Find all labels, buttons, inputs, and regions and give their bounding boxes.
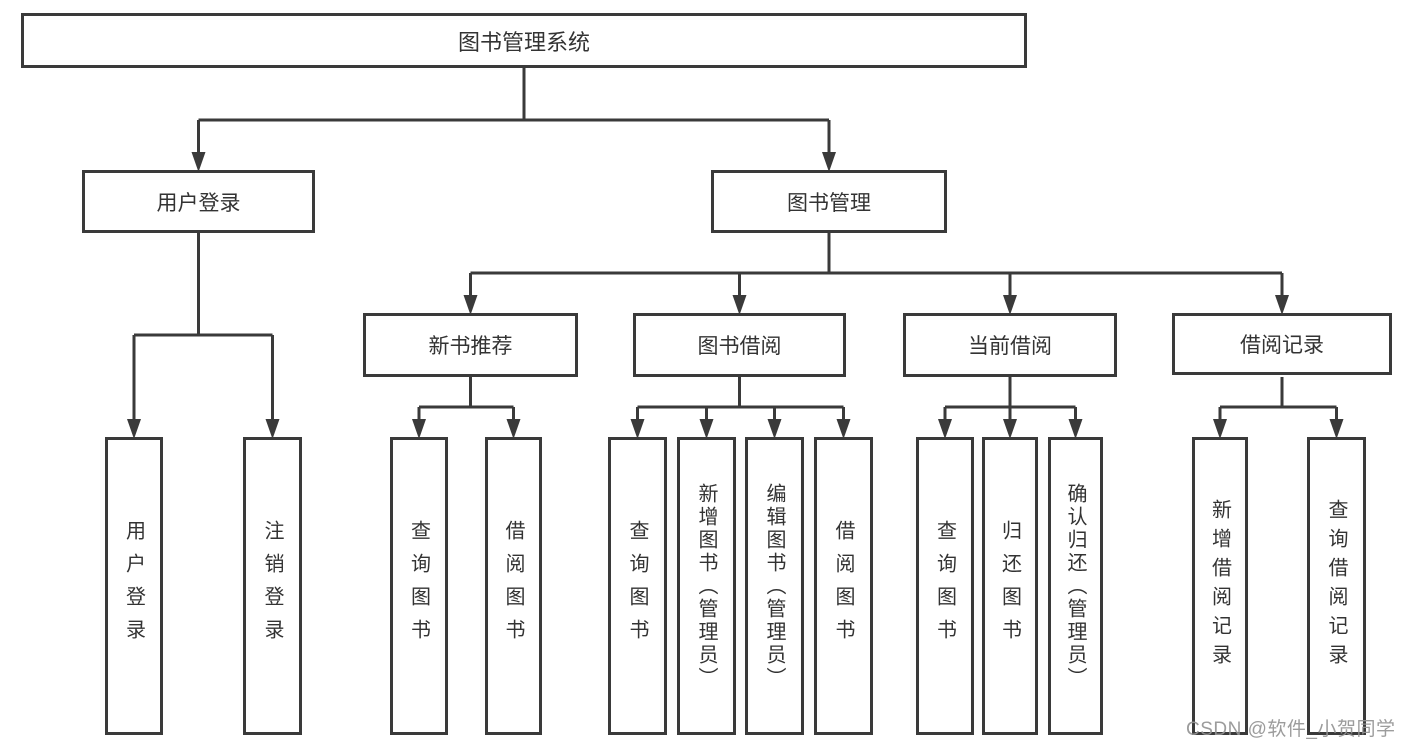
leaf-add-books-admin-label: 新增图书（管理员）	[695, 482, 717, 690]
leaf-return-books-label: 归还图书	[998, 520, 1021, 652]
node-book-borrow: 图书借阅	[633, 313, 846, 377]
node-current-borrow: 当前借阅	[903, 313, 1117, 377]
leaf-query-borrow-record: 查询借阅记录	[1307, 437, 1366, 735]
leaf-newrec-borrow-books: 借阅图书	[485, 437, 542, 735]
node-root-label: 图书管理系统	[457, 29, 590, 55]
leaf-logout: 注销登录	[243, 437, 302, 735]
node-user-login: 用户登录	[82, 170, 315, 233]
node-current-borrow-label: 当前借阅	[968, 335, 1052, 358]
leaf-return-books: 归还图书	[982, 437, 1038, 735]
leaf-newrec-borrow-books-label: 借阅图书	[502, 520, 524, 652]
leaf-current-query-books: 查询图书	[916, 437, 974, 735]
leaf-newrec-query-books-label: 查询图书	[407, 520, 430, 652]
node-borrow-records-label: 借阅记录	[1240, 334, 1324, 357]
node-book-borrow-label: 图书借阅	[697, 335, 782, 358]
leaf-logout-label: 注销登录	[261, 520, 283, 652]
leaf-borrow-query-books-label: 查询图书	[626, 520, 648, 652]
leaf-user-login-label: 用户登录	[122, 520, 145, 652]
node-book-mgmt: 图书管理	[711, 170, 947, 233]
leaf-confirm-return-admin: 确认归还（管理员）	[1048, 437, 1103, 735]
leaf-edit-books-admin-label: 编辑图书（管理员）	[763, 482, 785, 690]
leaf-borrow-borrow-books-label: 借阅图书	[832, 520, 854, 652]
node-user-login-label: 用户登录	[156, 191, 241, 215]
node-book-mgmt-label: 图书管理	[787, 191, 871, 215]
leaf-borrow-borrow-books: 借阅图书	[814, 437, 873, 735]
watermark-text: CSDN @软件_小贺同学	[1186, 719, 1396, 740]
node-borrow-records: 借阅记录	[1172, 313, 1392, 375]
leaf-edit-books-admin: 编辑图书（管理员）	[745, 437, 804, 735]
leaf-current-query-books-label: 查询图书	[933, 520, 956, 652]
leaf-query-borrow-record-label: 查询借阅记录	[1325, 499, 1347, 673]
leaf-confirm-return-admin-label: 确认归还（管理员）	[1064, 482, 1086, 690]
leaf-user-login: 用户登录	[105, 437, 163, 735]
node-root: 图书管理系统	[21, 13, 1027, 68]
leaf-add-borrow-record: 新增借阅记录	[1192, 437, 1248, 735]
node-new-book-rec: 新书推荐	[363, 313, 578, 377]
leaf-borrow-query-books: 查询图书	[608, 437, 667, 735]
node-new-book-rec-label: 新书推荐	[428, 335, 513, 358]
leaf-add-books-admin: 新增图书（管理员）	[677, 437, 736, 735]
leaf-newrec-query-books: 查询图书	[390, 437, 448, 735]
leaf-add-borrow-record-label: 新增借阅记录	[1208, 499, 1231, 673]
